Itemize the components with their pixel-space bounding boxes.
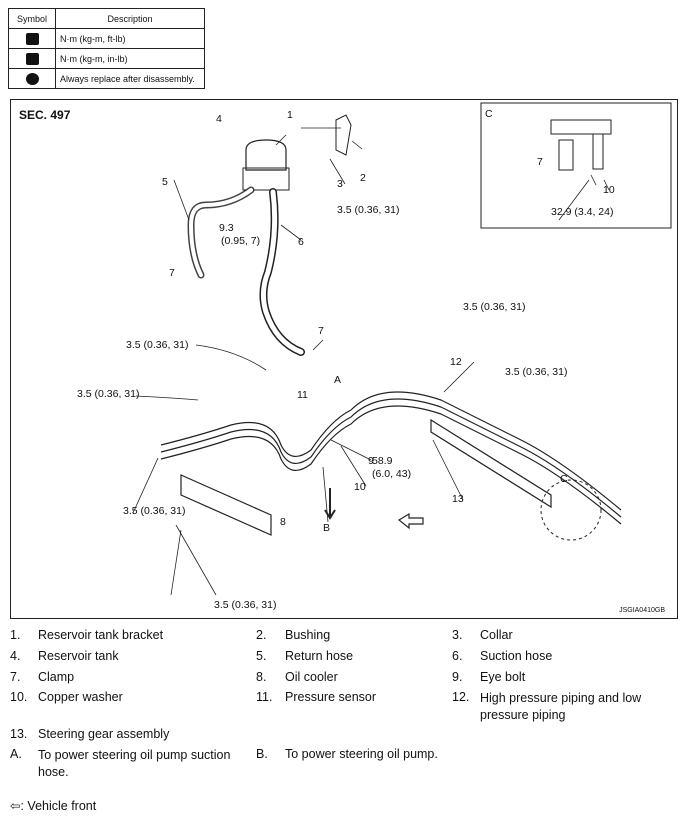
inset-box [480, 102, 672, 229]
callout-4: 4 [216, 113, 222, 125]
symbol-header: Symbol [8, 8, 56, 29]
torque-value: 58.9 [372, 455, 393, 467]
callout-10: 10 [354, 481, 366, 493]
legend-num: 3. [452, 628, 463, 642]
torque-value: 9.3 [219, 222, 234, 234]
legend-text: Steering gear assembly [38, 727, 170, 741]
callout-11: 11 [297, 389, 308, 401]
steering-gear [430, 418, 552, 509]
pipe-2 [160, 398, 622, 518]
symbol-desc: N·m (kg-m, in-lb) [55, 48, 205, 69]
callout-10: 10 [603, 184, 615, 196]
callout-7: 7 [537, 156, 543, 168]
callout-13: 13 [452, 493, 464, 505]
callout-5: 5 [162, 176, 168, 188]
callout-7: 7 [318, 325, 324, 337]
arrow-b [324, 488, 336, 520]
torque-value: (0.95, 7) [221, 235, 261, 247]
torque-value: 3.5 (0.36, 31) [77, 388, 140, 400]
legend-num: 1. [10, 628, 21, 642]
description-header: Description [55, 8, 205, 29]
detail-c-circle [540, 479, 602, 541]
legend-text: To power steering oil pump suction hose. [38, 748, 231, 779]
legend-text: Bushing [285, 628, 331, 642]
legend-text: Eye bolt [480, 670, 526, 684]
legend-text: Pressure sensor [285, 690, 377, 704]
suction-hose-inner [260, 189, 304, 355]
leader-lines [132, 127, 610, 596]
callout-6: 6 [298, 236, 304, 248]
vehicle-front-text: : Vehicle front [20, 799, 97, 813]
legend-num: 10. [10, 690, 28, 704]
legend-text: High pressure piping and low pressure pi… [480, 691, 642, 722]
legend-text: Suction hose [480, 649, 553, 663]
legend-text: Reservoir tank [38, 649, 119, 663]
return-hose-inner [188, 188, 253, 277]
callout-a: A [334, 374, 342, 386]
inset-eye-bolt [550, 119, 612, 171]
callout-2: 2 [360, 172, 366, 184]
callout-9: 9 [368, 455, 374, 467]
legend-text: To power steering oil pump. [285, 747, 438, 761]
image-code: JSGIA0410GB [619, 607, 665, 614]
vehicle-front-arrow-icon: ⇦ [10, 799, 21, 813]
legend-text: Reservoir tank bracket [38, 628, 164, 642]
callout-b: B [323, 522, 331, 534]
reservoir-tank [245, 139, 287, 171]
torque-value: 3.5 (0.36, 31) [337, 204, 400, 216]
pipe-1 [160, 391, 622, 511]
torque-value: 32.9 (3.4, 24) [551, 206, 614, 218]
callout-7: 7 [169, 267, 175, 279]
torque-wrench-icon [25, 52, 39, 65]
callout-c: C [560, 473, 568, 485]
diagram-frame: SEC. 497 1 2 3 4 5 6 7 7 7 [10, 99, 678, 619]
callout-1: 1 [287, 109, 293, 121]
reservoir-bracket [335, 114, 352, 156]
legend-num: 13. [10, 727, 28, 741]
torque-value: 3.5 (0.36, 31) [505, 366, 568, 378]
pipe-3 [160, 405, 622, 525]
power-steering-diagram [132, 102, 672, 596]
legend-num: 8. [256, 670, 267, 684]
vehicle-front-note: ⇦: Vehicle front [10, 798, 96, 813]
legend-text: Clamp [38, 670, 75, 684]
torque-wrench-icon [25, 32, 39, 45]
legend-num: 2. [256, 628, 267, 642]
legend-num: 9. [452, 670, 463, 684]
legend-num: B. [256, 747, 268, 761]
legend-text: Collar [480, 628, 513, 642]
torque-value: 3.5 (0.36, 31) [123, 505, 186, 517]
legend-num: 4. [10, 649, 21, 663]
symbol-table: Symbol Description N·m (kg-m, ft-lb) N·m… [8, 8, 205, 89]
section-label: SEC. 497 [19, 108, 71, 122]
legend-num: A. [10, 747, 22, 761]
legend-text: Return hose [285, 649, 354, 663]
legend-num: 7. [10, 670, 21, 684]
callout-12: 12 [450, 356, 462, 368]
legend-num: 11. [256, 690, 273, 704]
oil-cooler [180, 474, 272, 536]
legend-text: Oil cooler [285, 670, 338, 684]
torque-value: (6.0, 43) [372, 468, 412, 480]
legend-num: 6. [452, 649, 463, 663]
legend-text: Copper washer [38, 690, 123, 704]
symbol-desc: N·m (kg-m, ft-lb) [55, 28, 205, 49]
vehicle-front-arrow [397, 512, 424, 530]
callout-8: 8 [280, 516, 286, 528]
legend-num: 12. [452, 690, 470, 704]
torque-value: 3.5 (0.36, 31) [463, 301, 526, 313]
reservoir-body [242, 167, 290, 191]
inset-label: C [485, 108, 493, 120]
replace-x-icon [25, 72, 39, 85]
legend-num: 5. [256, 649, 267, 663]
torque-value: 3.5 (0.36, 31) [214, 599, 277, 611]
symbol-desc: Always replace after disassembly. [55, 68, 205, 89]
callout-3: 3 [337, 178, 343, 190]
torque-value: 3.5 (0.36, 31) [126, 339, 189, 351]
